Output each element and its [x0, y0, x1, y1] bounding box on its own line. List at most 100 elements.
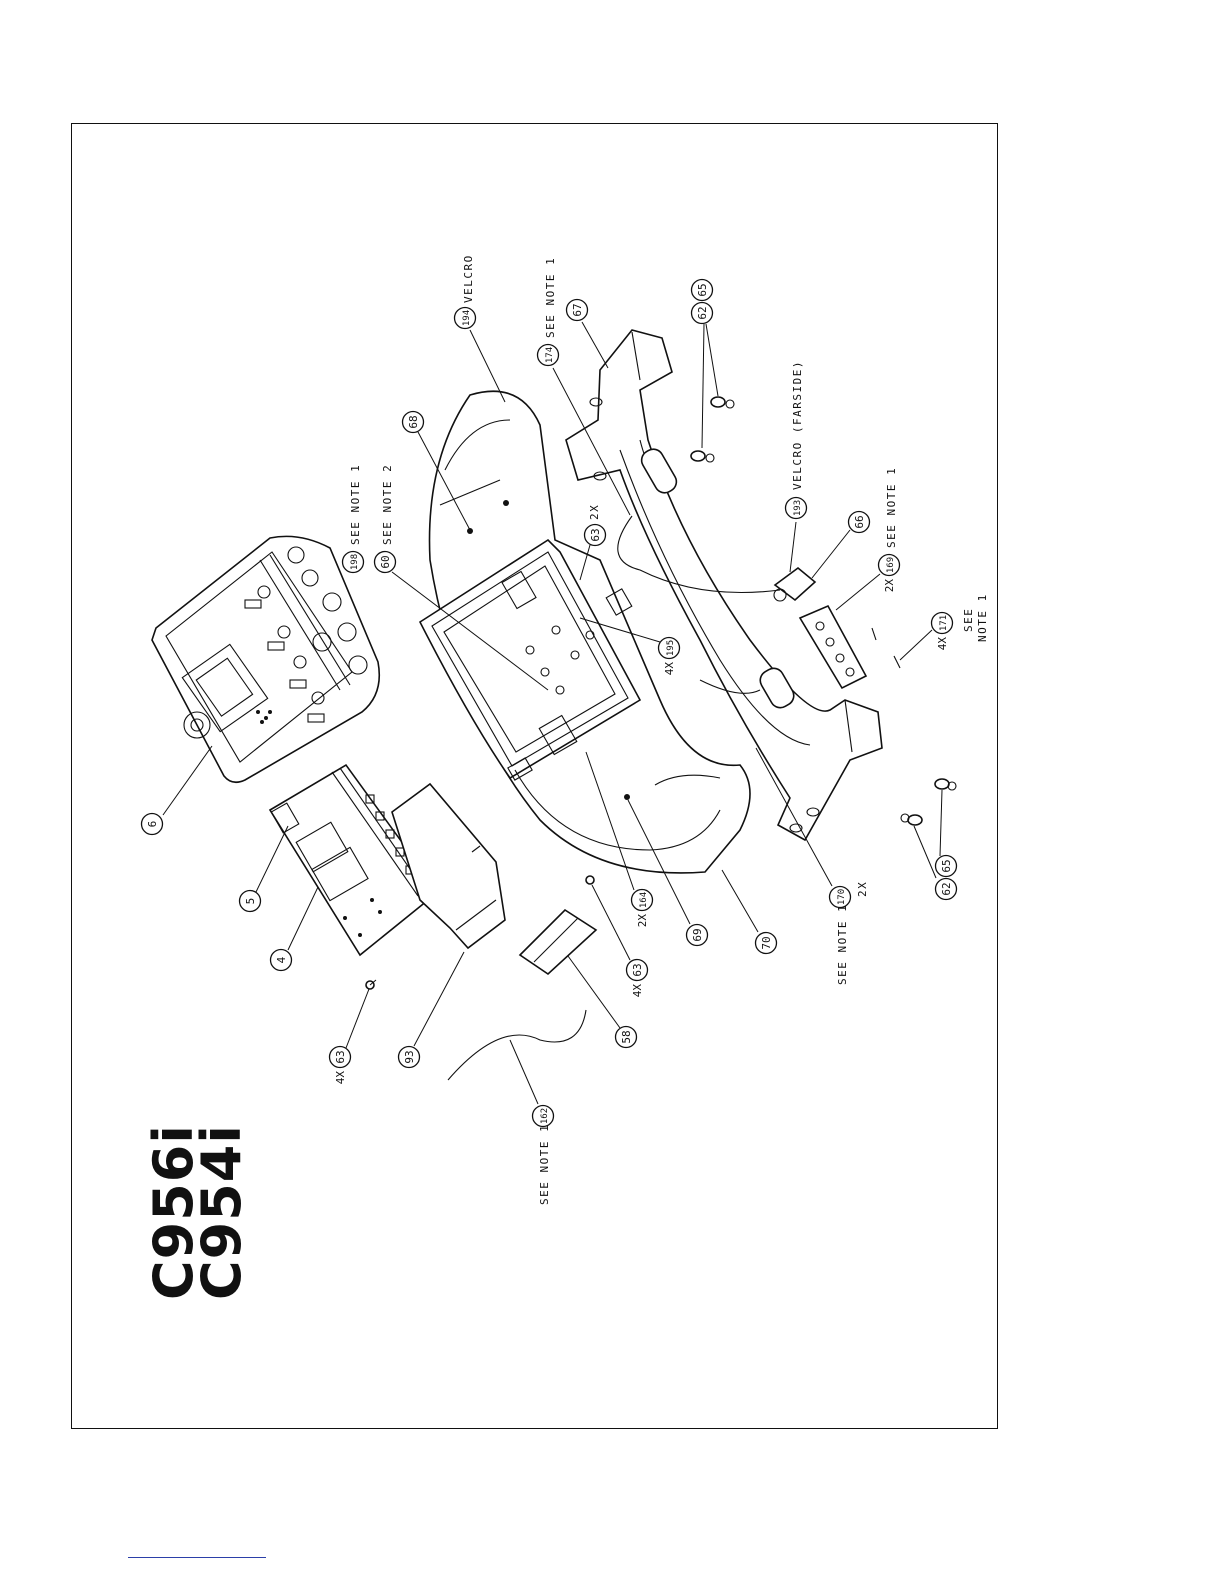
balloon-number: 60	[379, 555, 392, 568]
balloon-63: 63 4X	[627, 960, 648, 998]
leader-171	[900, 630, 932, 660]
balloon-number: 4	[275, 956, 288, 963]
balloon-number: 195	[666, 640, 676, 656]
balloon-number: 174	[545, 347, 555, 363]
clip-part	[774, 568, 815, 601]
screw-171b	[894, 656, 900, 668]
screw-part	[366, 980, 376, 989]
model-name: C954i	[198, 1124, 246, 1300]
leader-67	[582, 322, 608, 368]
wire-part	[448, 1010, 586, 1080]
quantity-prefix: 4X	[663, 662, 676, 676]
balloon-number: 65	[696, 283, 709, 296]
balloon-number: 5	[244, 898, 257, 905]
screw-171a	[872, 628, 876, 640]
balloon-58: 58	[616, 1027, 637, 1048]
balloon-number: 193	[793, 500, 803, 516]
balloon-67: 67	[567, 300, 588, 321]
footer-rule	[128, 1557, 266, 1558]
balloon-162: 162	[533, 1106, 554, 1127]
bolt-top-part	[691, 397, 734, 462]
leader-5	[256, 826, 288, 892]
balloon-60: 60	[375, 552, 396, 573]
callout-c60: SEE NOTE 2	[381, 464, 394, 545]
balloon-number: 66	[853, 515, 866, 528]
leader-169	[836, 574, 880, 610]
quantity-prefix: 4X	[334, 1071, 347, 1085]
quantity-prefix: 4X	[631, 984, 644, 998]
leader-193	[790, 522, 796, 572]
balloon-6: 6	[142, 814, 163, 835]
leader-62a	[914, 826, 936, 878]
balloon-193: 193	[786, 498, 807, 519]
bolt-bottom-part	[901, 779, 956, 825]
balloon-number: 63	[334, 1050, 347, 1063]
leader-162	[510, 1040, 538, 1104]
balloon-number: 69	[691, 928, 704, 941]
balloon-number: 164	[639, 892, 649, 908]
balloon-number: 67	[571, 303, 584, 316]
balloon-number: 68	[407, 415, 420, 428]
balloon-number: 169	[886, 557, 896, 573]
balloon-number: 162	[540, 1108, 550, 1124]
balloon-198: 198	[343, 552, 364, 573]
callout-c170a: SEE NOTE 1	[836, 904, 849, 985]
leader-66	[812, 530, 850, 578]
callout-c170b: 2X	[856, 881, 869, 897]
leader-63a	[346, 989, 369, 1048]
quantity-prefix: 2X	[883, 579, 896, 593]
balloon-164: 1642X	[632, 890, 653, 928]
screw-center-part	[586, 876, 594, 884]
balloon-68: 68	[403, 412, 424, 433]
callout-c193: VELCRO (FARSIDE)	[791, 360, 804, 490]
balloon-number: 65	[940, 859, 953, 872]
balloon-number: 6	[146, 821, 159, 828]
balloon-4: 4	[271, 950, 292, 971]
console-housing-part	[152, 536, 379, 782]
leader-6	[163, 746, 212, 815]
balloon-70: 70	[756, 933, 777, 954]
balloon-63: 63	[585, 525, 606, 546]
flat-cable-part	[520, 910, 596, 974]
balloon-number: 63	[589, 528, 602, 541]
callout-c63: 2X	[588, 504, 601, 520]
balloon-62: 62	[936, 879, 957, 900]
leader-70	[722, 870, 758, 932]
balloon-62: 62	[692, 303, 713, 324]
balloon-number: 171	[939, 615, 949, 631]
grip-sensor-part	[800, 606, 866, 688]
balloon-5: 5	[240, 891, 261, 912]
balloon-93: 93	[399, 1047, 420, 1068]
leader-65b	[706, 324, 718, 396]
leader-4	[288, 887, 318, 950]
balloon-number: 62	[940, 882, 953, 895]
balloon-number: 62	[696, 306, 709, 319]
callout-c171b: NOTE 1	[976, 593, 989, 642]
balloon-number: 93	[403, 1050, 416, 1063]
balloon-66: 66	[849, 512, 870, 533]
balloon-194: 194	[455, 308, 476, 329]
callout-c171a: SEE	[962, 608, 975, 632]
balloon-65: 65	[692, 280, 713, 301]
balloon-number: 70	[760, 936, 773, 949]
callout-c194: VELCRO	[462, 254, 475, 303]
balloon-number: 194	[462, 310, 472, 326]
balloon-number: 198	[350, 554, 360, 570]
balloon-69: 69	[687, 925, 708, 946]
balloon-174: 174	[538, 345, 559, 366]
balloon-number: 63	[631, 963, 644, 976]
callout-c198: SEE NOTE 1	[349, 464, 362, 545]
leader-93	[414, 952, 464, 1046]
balloon-65: 65	[936, 856, 957, 877]
callout-c174: SEE NOTE 1	[544, 257, 557, 338]
balloon-number: 170	[837, 889, 847, 905]
callout-c162: SEE NOTE 1	[538, 1124, 551, 1205]
balloon-63: 63 4X	[330, 1047, 351, 1085]
leader-65a	[940, 790, 942, 856]
quantity-prefix: 2X	[636, 914, 649, 928]
model-title: C956i C954i	[150, 1124, 246, 1300]
